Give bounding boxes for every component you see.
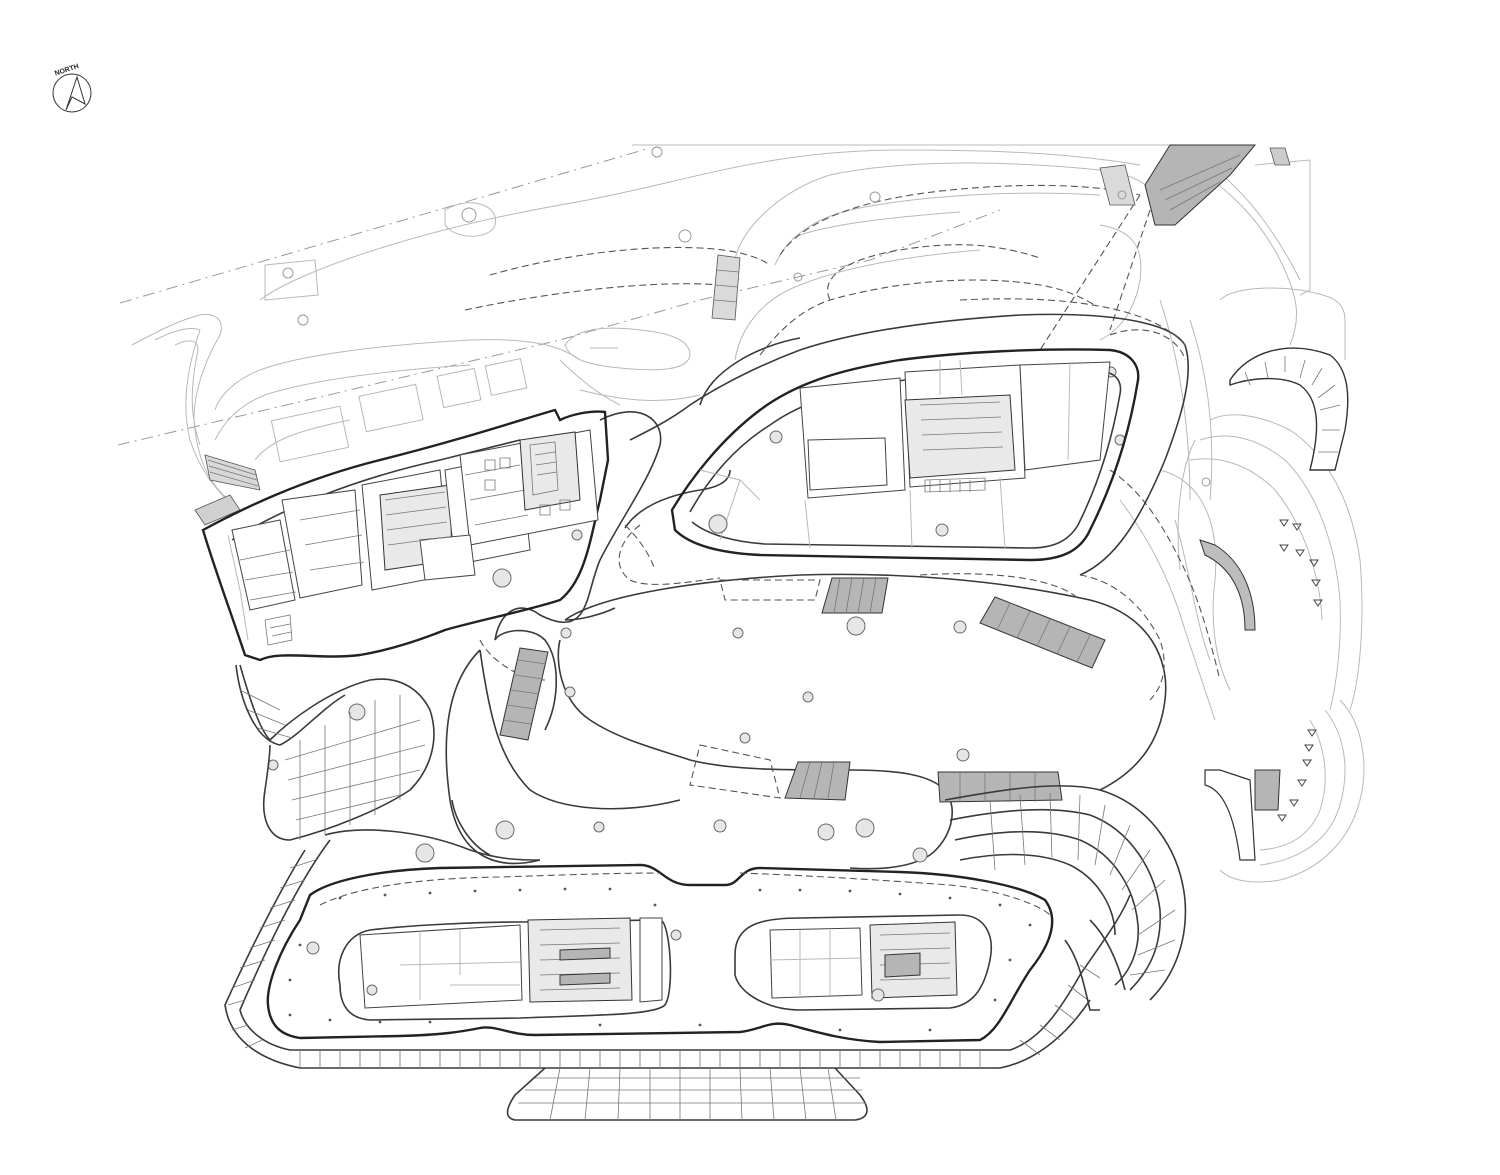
- south-colonnade: [224, 839, 1131, 1069]
- ne-canopy-dash: [618, 524, 721, 585]
- north-arrow-icon: NORTH: [52, 63, 92, 113]
- landscape-lines: [117, 144, 1365, 883]
- south-dashed-edge: [319, 872, 1051, 916]
- west-building: [201, 408, 610, 662]
- northeast-building: [670, 348, 1140, 562]
- escalators: [499, 577, 1106, 803]
- west-terrace: [235, 664, 435, 841]
- ne-canopy-dash-2: [1079, 574, 1165, 701]
- east-amphitheatre: [944, 785, 1187, 1011]
- canopy-dashed-outline: [479, 573, 1081, 799]
- canopy-right: [1199, 347, 1349, 861]
- north-label: NORTH: [54, 63, 80, 77]
- seating-icons: [1277, 519, 1323, 822]
- south-building: [266, 863, 1054, 1044]
- south-entrance-canopy: [506, 1067, 868, 1121]
- canopy-dashed-outline-2: [624, 298, 1186, 571]
